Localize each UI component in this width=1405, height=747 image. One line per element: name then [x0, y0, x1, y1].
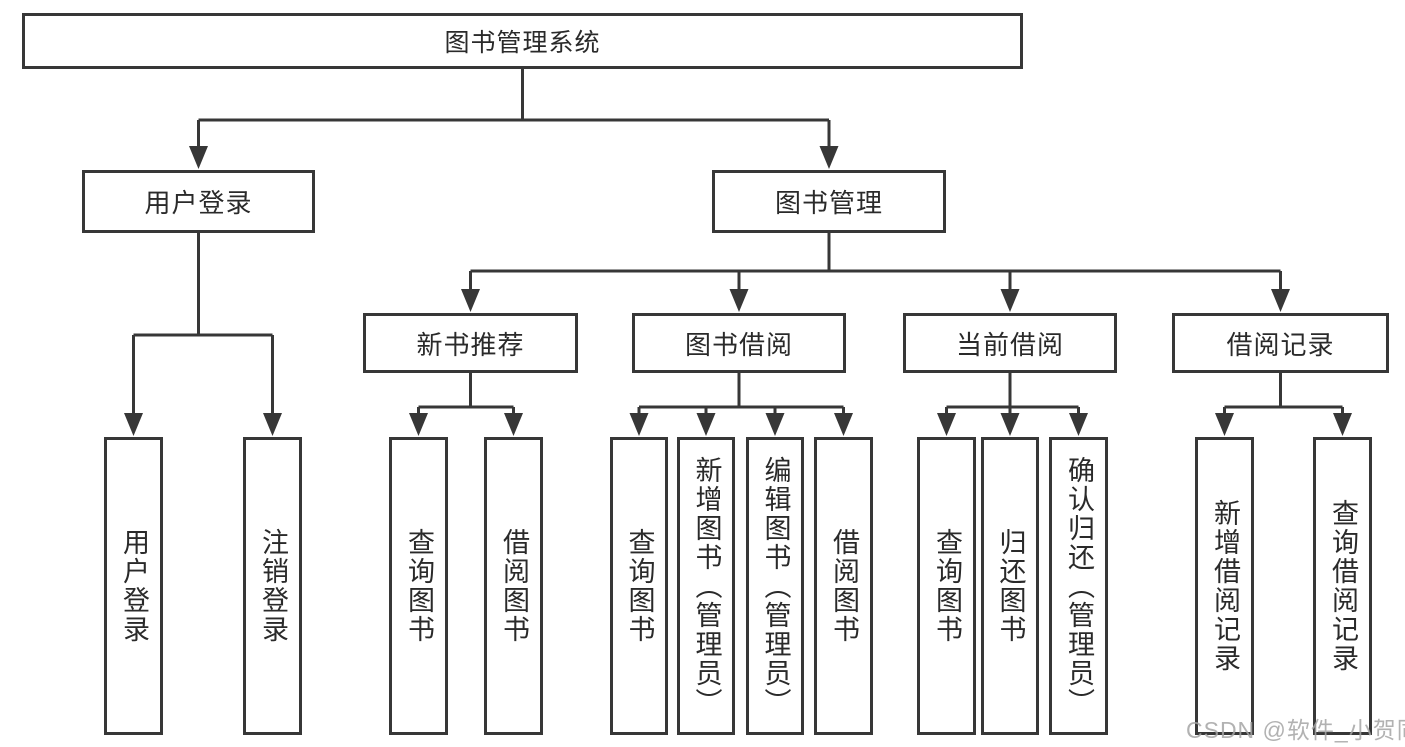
leaf-label: 归还图书 — [995, 528, 1026, 644]
leaf-add-borrow-record: 新增借阅记录 — [1195, 437, 1254, 735]
leaf-borrow-books-recommend: 借阅图书 — [484, 437, 543, 735]
leaf-label: 借阅图书 — [829, 528, 859, 644]
leaf-label: 注销登录 — [258, 528, 288, 644]
node-label: 借阅记录 — [1226, 329, 1335, 360]
node-label: 图书管理系统 — [444, 29, 601, 57]
leaf-query-borrow-record: 查询借阅记录 — [1313, 437, 1372, 735]
node-label: 用户登录 — [144, 188, 253, 218]
leaf-query-books-recommend: 查询图书 — [389, 437, 448, 735]
node-user-login-branch: 用户登录 — [82, 170, 315, 233]
leaf-add-books-admin: 新增图书（管理员） — [677, 437, 735, 735]
leaf-label: 查询图书 — [932, 528, 962, 644]
leaf-user-login: 用户登录 — [104, 437, 163, 735]
leaf-label: 编辑图书（管理员） — [760, 455, 791, 717]
node-current-borrowing: 当前借阅 — [903, 313, 1117, 373]
node-new-book-recommendation: 新书推荐 — [363, 313, 578, 373]
node-label: 当前借阅 — [955, 329, 1064, 360]
node-book-borrowing: 图书借阅 — [632, 313, 846, 373]
leaf-label: 用户登录 — [119, 528, 149, 644]
leaf-query-books-current: 查询图书 — [917, 437, 976, 735]
leaf-label: 查询图书 — [624, 528, 655, 644]
leaf-label: 新增图书（管理员） — [691, 455, 722, 717]
node-label: 新书推荐 — [416, 329, 525, 360]
leaf-return-books: 归还图书 — [981, 437, 1039, 735]
leaf-label: 借阅图书 — [499, 528, 529, 644]
node-label: 图书管理 — [774, 188, 883, 218]
leaf-label: 确认归还（管理员） — [1064, 455, 1094, 717]
csdn-watermark: CSDN @软件_小贺同学 — [1186, 717, 1405, 743]
leaf-label: 查询图书 — [404, 528, 434, 644]
leaf-confirm-return-admin: 确认归还（管理员） — [1049, 437, 1108, 735]
node-label: 图书借阅 — [684, 329, 793, 360]
leaf-query-books-borrowing: 查询图书 — [610, 437, 668, 735]
node-borrowing-records: 借阅记录 — [1172, 313, 1389, 373]
leaf-edit-books-admin: 编辑图书（管理员） — [746, 437, 804, 735]
leaf-label: 查询借阅记录 — [1328, 499, 1358, 673]
node-library-management-system: 图书管理系统 — [22, 13, 1023, 69]
node-book-management-branch: 图书管理 — [712, 170, 946, 233]
leaf-borrow-books-borrowing: 借阅图书 — [814, 437, 873, 735]
leaf-logout: 注销登录 — [243, 437, 302, 735]
leaf-label: 新增借阅记录 — [1210, 499, 1240, 673]
